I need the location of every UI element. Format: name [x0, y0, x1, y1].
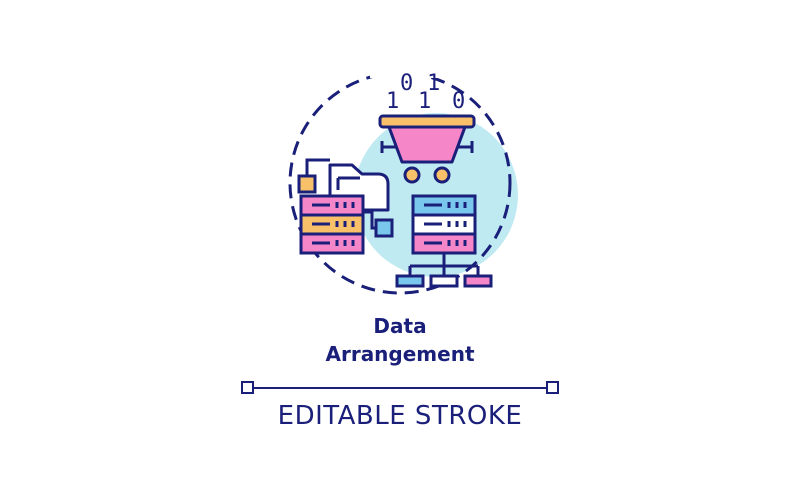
stroke-handle-right [546, 381, 559, 394]
binary-digit: 0 [400, 71, 413, 96]
node-square-orange [297, 174, 317, 194]
title-line-1: Data [373, 314, 427, 338]
binary-digits: 0 1 1 1 0 [386, 71, 465, 114]
server-stack-left [299, 194, 365, 255]
editable-stroke-caption: EDITABLE STROKE [277, 401, 523, 431]
funnel-icon [378, 114, 476, 184]
binary-digit: 1 [418, 89, 431, 114]
data-arrangement-icon: 0 1 1 1 0 [288, 71, 518, 295]
title-line-2: Arrangement [325, 342, 475, 366]
binary-digit: 1 [386, 89, 399, 114]
node-square-blue [374, 218, 394, 238]
editable-stroke-line [241, 381, 559, 394]
server-stack-right [411, 194, 477, 255]
stroke-handle-left [241, 381, 254, 394]
concept-title: Data Arrangement [0, 312, 800, 368]
binary-digit: 1 [427, 71, 440, 96]
hierarchy-icon [395, 253, 493, 288]
binary-digit: 0 [452, 89, 465, 114]
